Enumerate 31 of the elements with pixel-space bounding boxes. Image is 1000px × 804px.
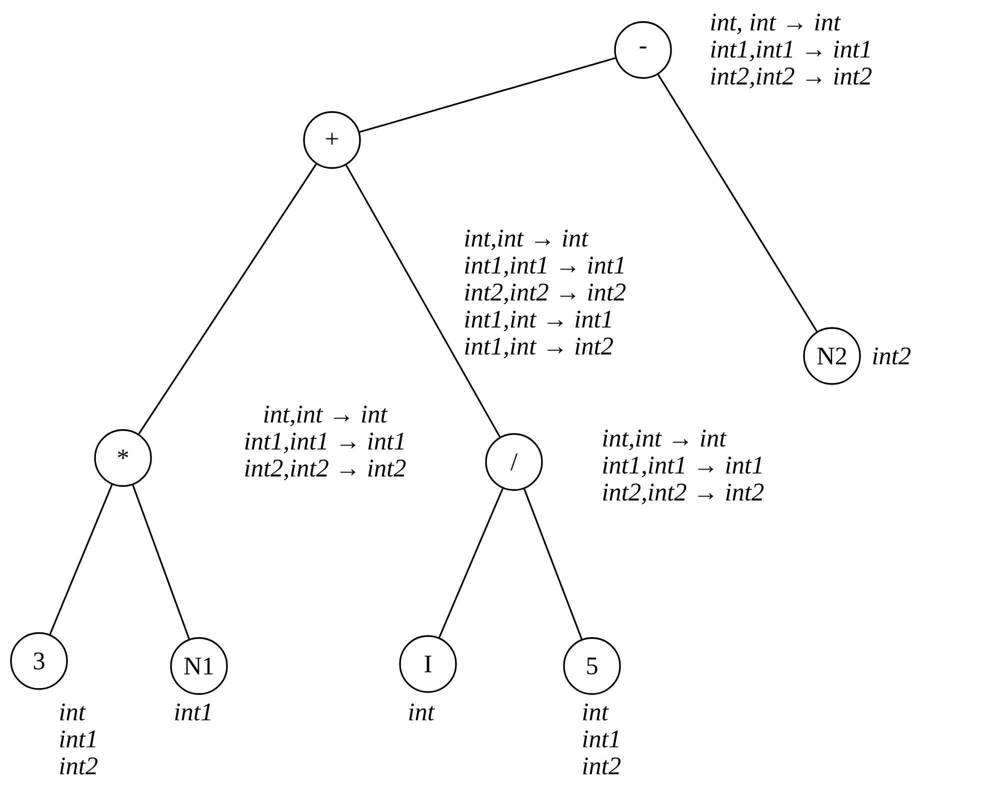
type-signature: int2,int2 → int2 [603, 484, 764, 504]
type-signature: int1 [60, 730, 96, 748]
type-signature: int1 [175, 704, 210, 720]
type-signature: int2 [873, 348, 911, 364]
tree-edge [657, 74, 818, 332]
type-signature: int [60, 704, 86, 720]
type-signature: int,int → int [603, 430, 727, 450]
tree-edge [345, 164, 501, 438]
type-signature: int1 [583, 730, 618, 748]
type-signature: int [583, 704, 609, 720]
type-signature: int,int → int [264, 406, 388, 426]
tree-edge [49, 484, 113, 635]
type-signature: int1,int → int2 [465, 338, 613, 358]
tree-edge [359, 57, 616, 133]
type-signature: int2 [583, 758, 621, 774]
type-signature: int2,int2 → int2 [465, 284, 626, 304]
type-signature: int, int → int [711, 14, 841, 34]
type-signature: int2 [60, 758, 98, 774]
type-signature: int1,int1 → int1 [711, 40, 870, 62]
type-signature: int1,int1 → int1 [465, 256, 624, 278]
type-signature: int [409, 704, 435, 720]
type-signature: int1,int1 → int1 [245, 432, 404, 454]
tree-edge [524, 488, 582, 640]
type-signature: int1,int → int1 [465, 310, 611, 332]
type-signature: int1,int1 → int1 [603, 456, 762, 478]
type-signature: int,int → int [465, 230, 589, 250]
type-signature: int2,int2 → int2 [711, 68, 872, 88]
tree-edge [132, 484, 190, 640]
tree-edge [138, 164, 317, 434]
type-signature: int2,int2 → int2 [245, 460, 406, 480]
tree-edge [438, 488, 504, 638]
